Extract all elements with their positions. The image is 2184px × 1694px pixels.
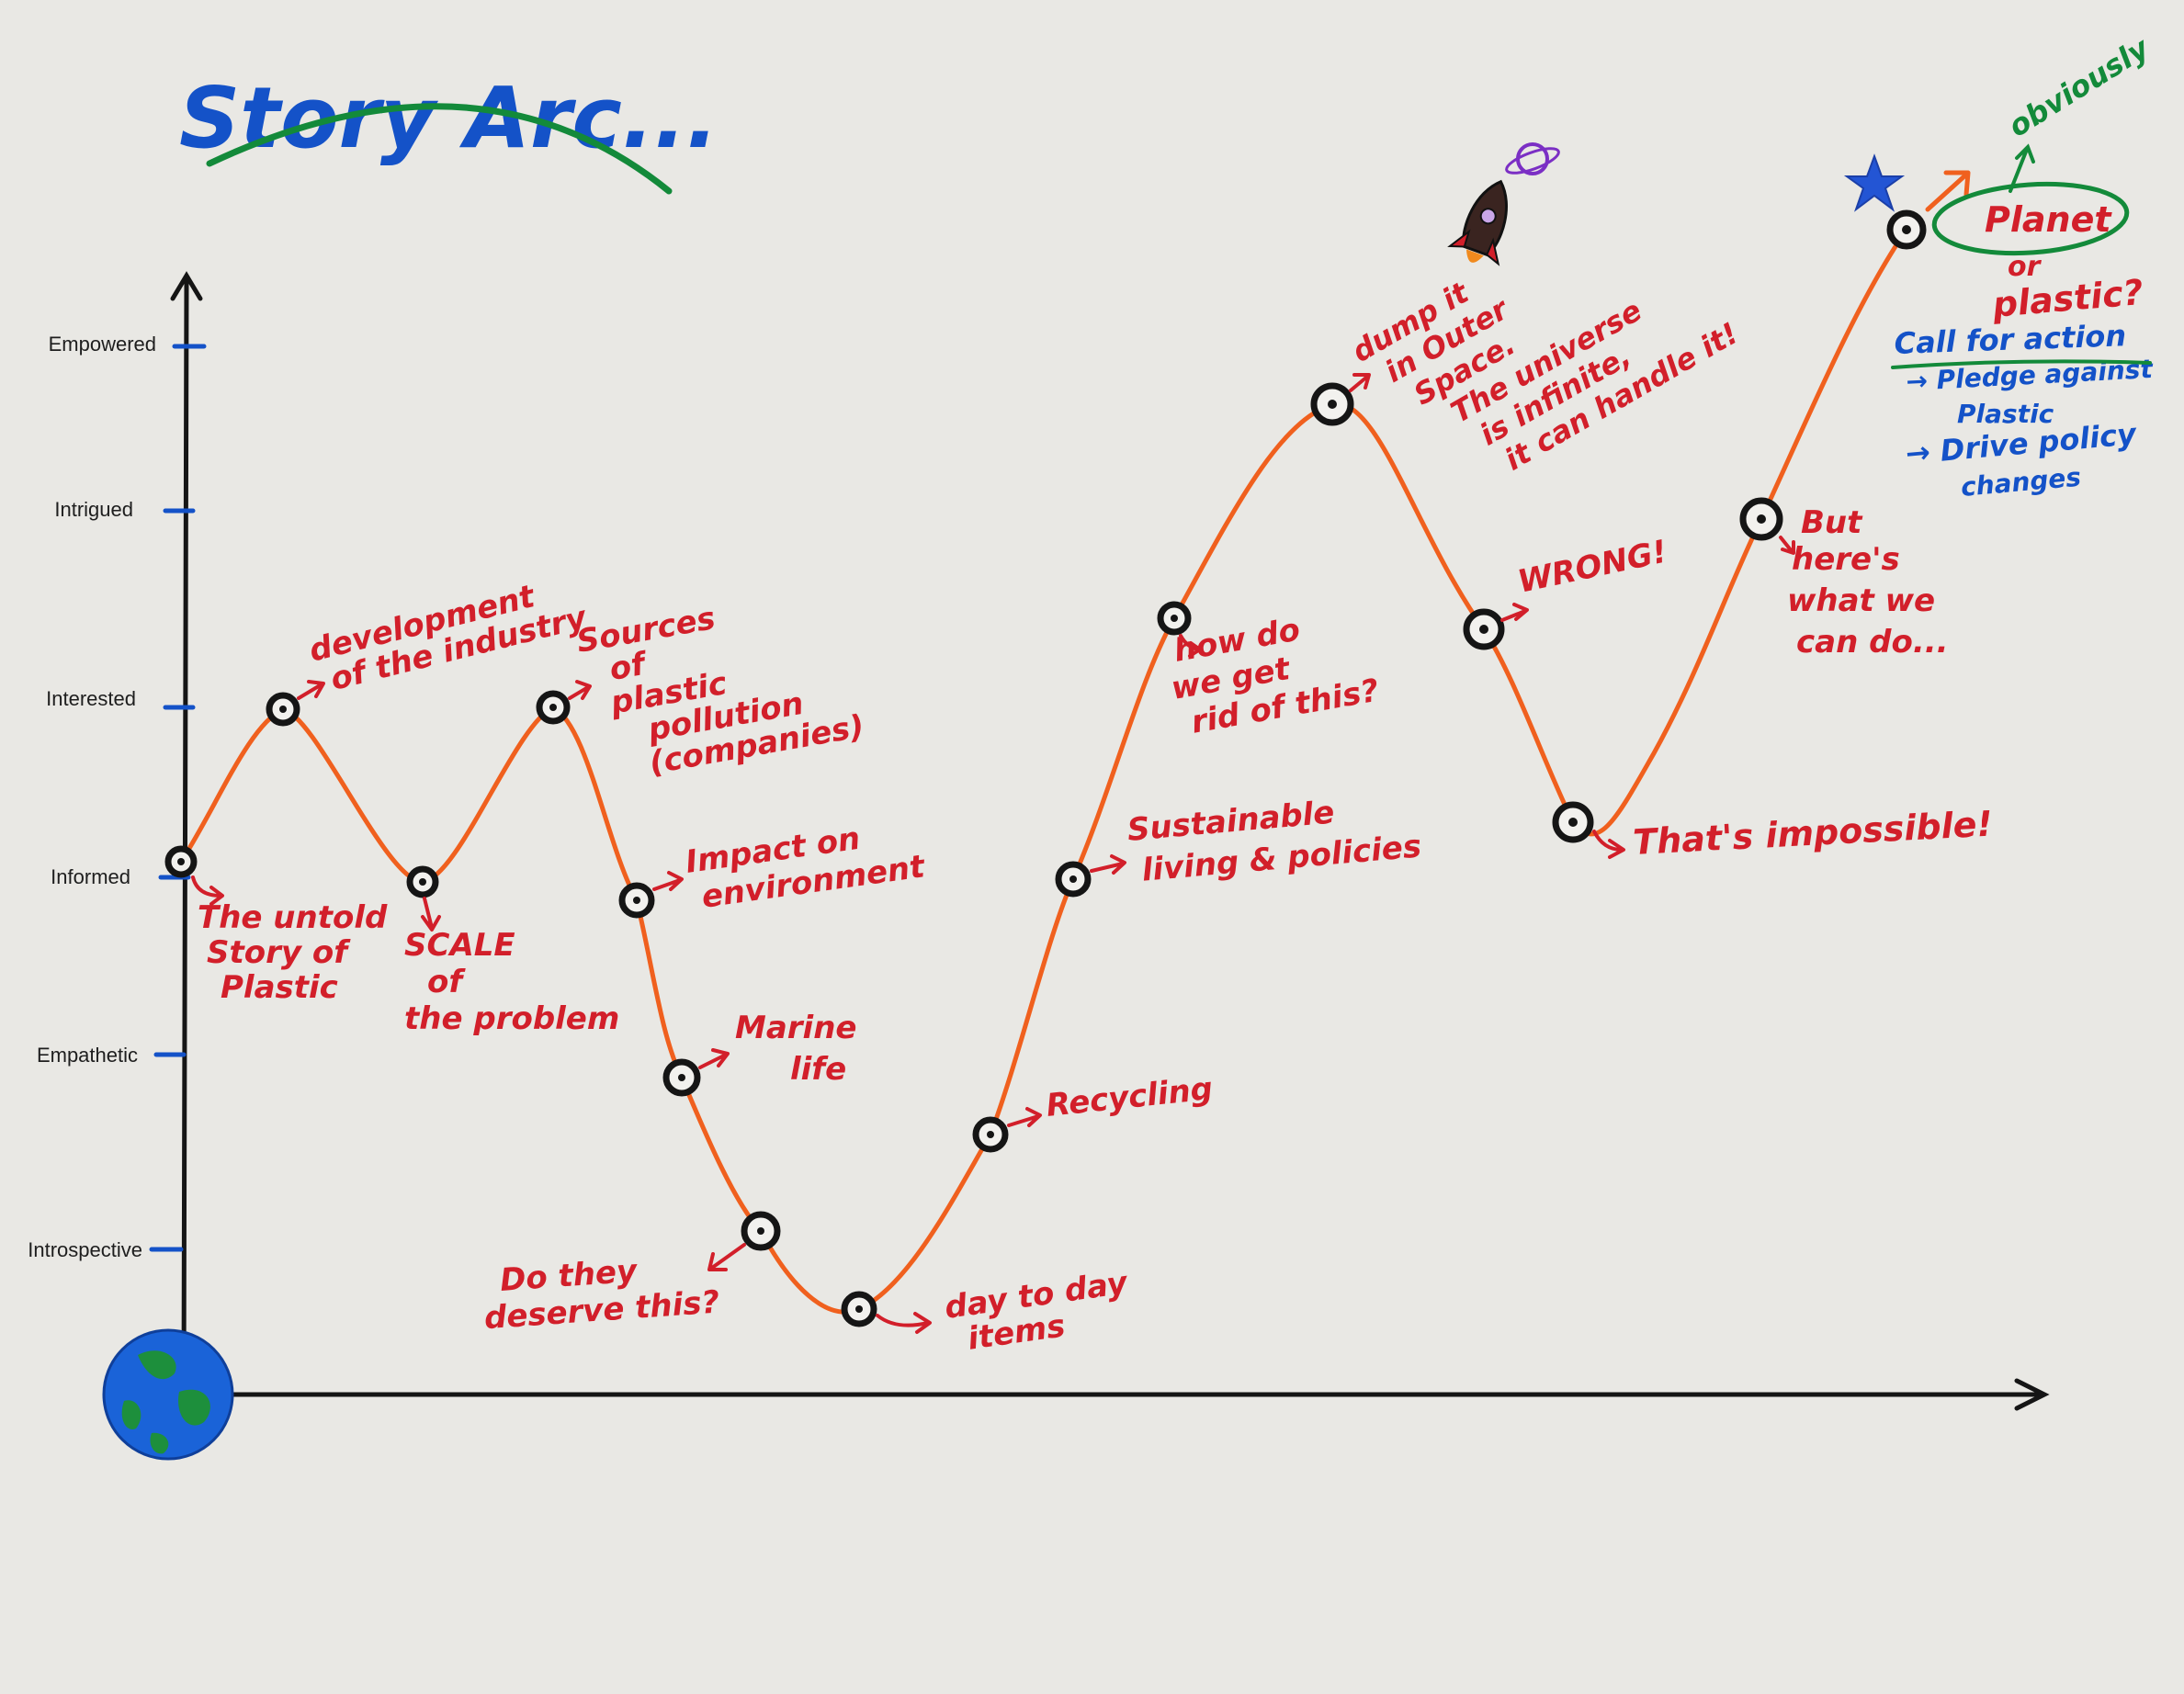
label-heres-what-we-can-do: But here's what we can do... xyxy=(1787,504,1949,661)
finale-or: or xyxy=(2008,251,2043,283)
y-label-intrigued: Intrigued xyxy=(54,498,133,521)
y-label-empowered: Empowered xyxy=(49,333,156,356)
label-wrong: WRONG! xyxy=(1515,533,1670,600)
label-sources-pollution: Sources of plastic pollution (companies) xyxy=(574,578,867,791)
call-to-action-item-1b: Plastic xyxy=(1957,399,2054,429)
star-icon xyxy=(1843,153,1906,212)
label-marine-life: Marine life xyxy=(735,1010,867,1088)
diagram-title: Story Arc... xyxy=(179,69,719,167)
story-arc-curve xyxy=(178,227,1909,1315)
finale-arrow xyxy=(1925,170,1971,212)
y-axis-arrowhead xyxy=(170,271,203,301)
x-axis-arrowhead xyxy=(2014,1378,2050,1411)
label-sustainable-living: Sustainable living & policies xyxy=(1126,786,1422,889)
planet-circle xyxy=(1931,181,2130,256)
axes xyxy=(163,271,2050,1411)
arc-markers xyxy=(164,209,1927,1327)
y-label-empathetic: Empathetic xyxy=(37,1044,138,1067)
obviously-arrow xyxy=(2009,143,2035,193)
y-label-informed: Informed xyxy=(51,865,130,888)
y-axis-line xyxy=(181,277,189,1395)
call-to-action-underline xyxy=(1891,359,2152,369)
label-arrows xyxy=(191,373,1795,1334)
planet-icon xyxy=(1505,142,1560,175)
rocket-icon xyxy=(1447,179,1508,266)
title-underline-arc xyxy=(206,103,673,195)
label-scale-problem: SCALE of the problem xyxy=(404,927,619,1037)
call-to-action-title: Call for action xyxy=(1894,318,2127,361)
arc-marker-dots xyxy=(177,225,1911,1313)
y-label-introspective: Introspective xyxy=(28,1238,142,1261)
label-dump-in-space: dump it in Outer Space. The universe is … xyxy=(1346,168,1744,516)
finale-planet: Planet xyxy=(1985,199,2112,240)
label-how-do-we-get-rid: how do we get rid of this? xyxy=(1162,600,1382,744)
label-deserve-this: Do they deserve this? xyxy=(481,1248,721,1338)
label-untold-story: The untold Story of Plastic xyxy=(198,899,398,1006)
label-recycling: Recycling xyxy=(1045,1070,1215,1124)
label-day-to-day-items: day to day items xyxy=(943,1263,1146,1361)
label-impact-environment: Impact on environment xyxy=(684,811,929,917)
label-thats-impossible: That's impossible! xyxy=(1632,804,1994,863)
label-development-industry: development of the industry xyxy=(306,567,592,702)
y-axis-labels: Empowered Intrigued Interested Informed … xyxy=(28,333,156,1261)
y-axis-ticks xyxy=(149,344,207,1252)
earth-icon xyxy=(102,1328,234,1461)
y-label-interested: Interested xyxy=(46,687,136,710)
call-to-action-item-2b: changes xyxy=(1960,462,2082,503)
finale-obviously: obviously xyxy=(2002,30,2156,144)
